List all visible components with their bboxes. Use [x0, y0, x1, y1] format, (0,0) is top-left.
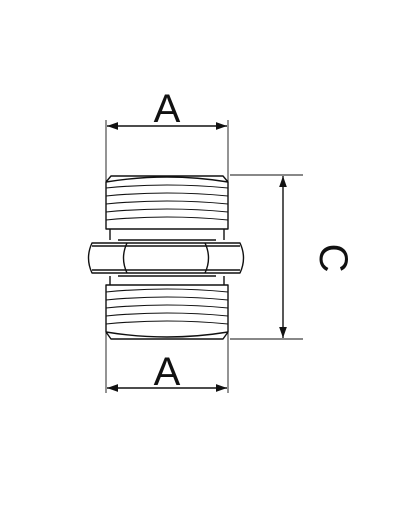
height-label: C: [311, 244, 355, 273]
bottom-thread: [105, 276, 229, 340]
hex-nut: [87, 239, 245, 277]
top-thread: [105, 175, 229, 240]
bottom-width-label: A: [154, 350, 181, 394]
top-width-label: A: [154, 87, 181, 131]
extension-lines: [105, 120, 303, 393]
dimension-arrows: [107, 122, 287, 392]
